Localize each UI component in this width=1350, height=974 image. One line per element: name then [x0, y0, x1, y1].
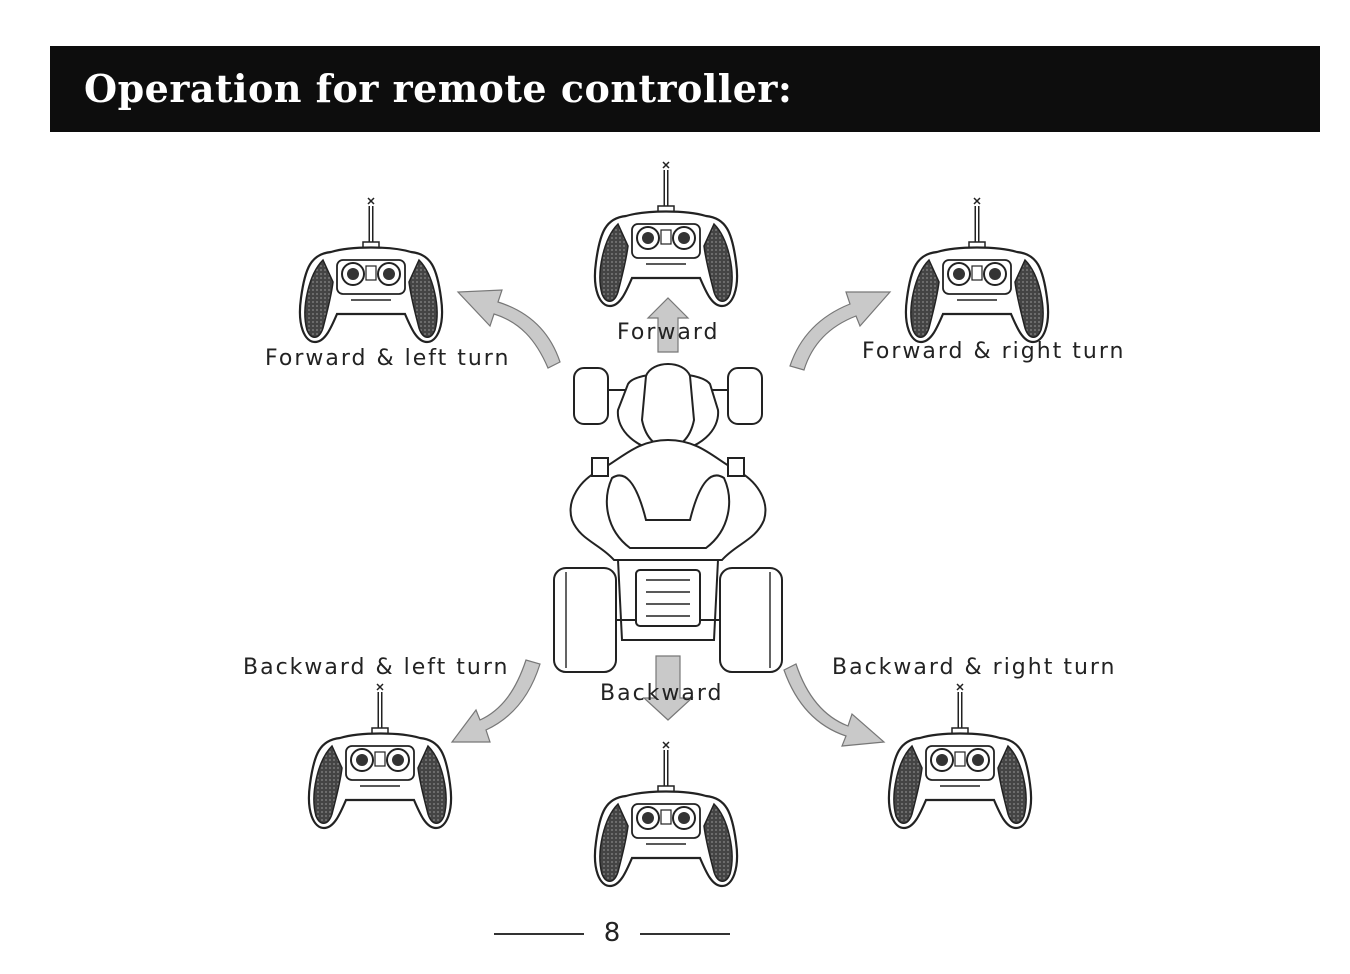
- page-footer: 8: [494, 915, 730, 951]
- forward-left-label: Forward & left turn: [265, 346, 510, 372]
- footer-divider-left: [494, 933, 584, 935]
- forward-label: Forward: [617, 320, 719, 346]
- backward-right-label: Backward & right turn: [832, 655, 1117, 681]
- remote-controller-icon: [300, 198, 442, 342]
- remote-controller-icon: [595, 162, 737, 306]
- quad-bike-icon: [554, 364, 782, 672]
- remote-controller-icon: [906, 198, 1048, 342]
- remote-controller-icon: [309, 684, 451, 828]
- backward-label: Backward: [600, 681, 724, 707]
- forward-right-label: Forward & right turn: [862, 339, 1125, 365]
- footer-divider-right: [640, 933, 730, 935]
- page-number: 8: [590, 915, 634, 951]
- backward-left-label: Backward & left turn: [243, 655, 509, 681]
- remote-controller-icon: [889, 684, 1031, 828]
- remote-controller-icon: [595, 742, 737, 886]
